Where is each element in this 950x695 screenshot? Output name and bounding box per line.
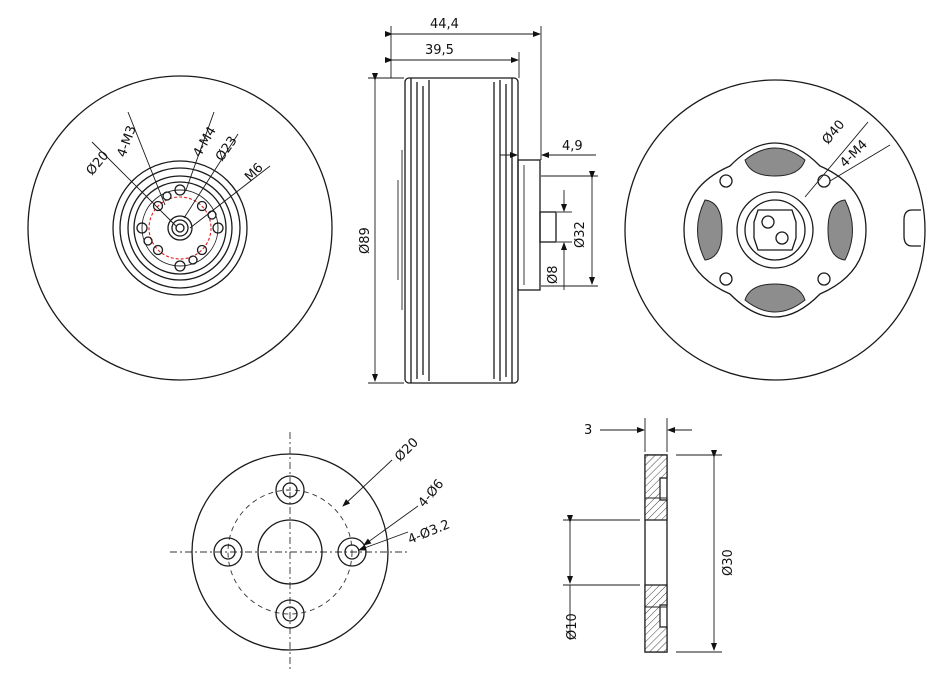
m4-hole [136, 222, 148, 234]
m3-hole [162, 191, 172, 201]
connector-pin [761, 215, 775, 229]
m3-hole [188, 255, 198, 265]
m3-hole [207, 210, 217, 220]
shaft-stub [539, 211, 557, 243]
m4-hole [212, 222, 224, 234]
label-4-m4-rear: 4-M4 [837, 137, 871, 171]
label-d40: Ø40 [820, 117, 849, 147]
label-44-4: 44,4 [430, 17, 459, 32]
m3-hole [143, 236, 153, 246]
rear-outer-circle [624, 79, 926, 381]
flange-hole-right [337, 537, 367, 567]
hub-ring-mid [119, 167, 241, 289]
side-view: 44,4 39,5 4,9 Ø89 Ø32 Ø8 [358, 17, 598, 384]
hub-ring-inner [127, 175, 233, 281]
section-hatch-top [644, 454, 668, 521]
shaft-ring [171, 219, 189, 237]
label-4-9: 4,9 [562, 139, 583, 154]
m4-hole [719, 174, 733, 188]
label-flange-d20: Ø20 [392, 435, 422, 465]
label-4-d3-2: 4-Ø3.2 [406, 517, 452, 547]
motor-outer-circle [27, 75, 333, 381]
connector-pin [775, 231, 789, 245]
rear-view: Ø40 4-M4 [624, 79, 926, 381]
m4-hole [174, 260, 186, 272]
m4-bolt-circle [141, 189, 219, 267]
front-view: Ø20 4-M3 4-M4 Ø23 M6 [27, 75, 333, 381]
m4-hole [817, 272, 831, 286]
m3-hole [196, 244, 208, 256]
m3-hole [196, 200, 208, 212]
cable-tab [903, 209, 921, 247]
flange-hole-bottom [275, 599, 305, 629]
cross-mount [683, 142, 867, 318]
flange-section-view: 3 Ø30 Ø10 [563, 418, 736, 653]
label-d10: Ø10 [565, 613, 580, 640]
label-d23: Ø23 [213, 134, 241, 165]
flange-bolt-circle [227, 489, 353, 615]
m4-hole [174, 184, 186, 196]
mesh-window-bottom [744, 283, 806, 313]
hub-ring-outer [112, 160, 248, 296]
rear-hub-outer [736, 191, 814, 269]
label-d20: Ø20 [84, 148, 113, 178]
section-hatch-bottom [644, 584, 668, 653]
mesh-window-left [697, 199, 723, 261]
label-d32: Ø32 [573, 221, 588, 248]
shaft-outer [167, 215, 193, 241]
label-d30: Ø30 [721, 549, 736, 576]
mesh-window-right [827, 199, 853, 261]
label-4-d6: 4-Ø6 [416, 477, 448, 511]
label-d8: Ø8 [546, 265, 561, 284]
m3-hole [152, 244, 164, 256]
label-d89: Ø89 [358, 227, 373, 254]
flange-hole-left [213, 537, 243, 567]
m3-hole [152, 200, 164, 212]
m3-bolt-circle-red [148, 196, 212, 260]
mesh-window-top [744, 147, 806, 177]
stator-body [404, 77, 519, 384]
m4-hole [817, 174, 831, 188]
label-t3: 3 [584, 423, 592, 438]
flange-center-bore [257, 519, 323, 585]
shaft-center [175, 223, 185, 233]
label-39-5: 39,5 [425, 43, 454, 58]
connector-slot [753, 209, 797, 251]
rear-hub-inner [744, 199, 806, 261]
m4-hole [719, 272, 733, 286]
flange-top-view: Ø20 4-Ø6 4-Ø3.2 [170, 432, 452, 672]
label-4-m3: 4-M3 [115, 124, 140, 160]
flange-hole-top [275, 475, 305, 505]
flange-outline [191, 453, 389, 651]
rear-hub [517, 159, 541, 291]
hub-face [133, 181, 227, 275]
label-m6: M6 [242, 160, 266, 184]
